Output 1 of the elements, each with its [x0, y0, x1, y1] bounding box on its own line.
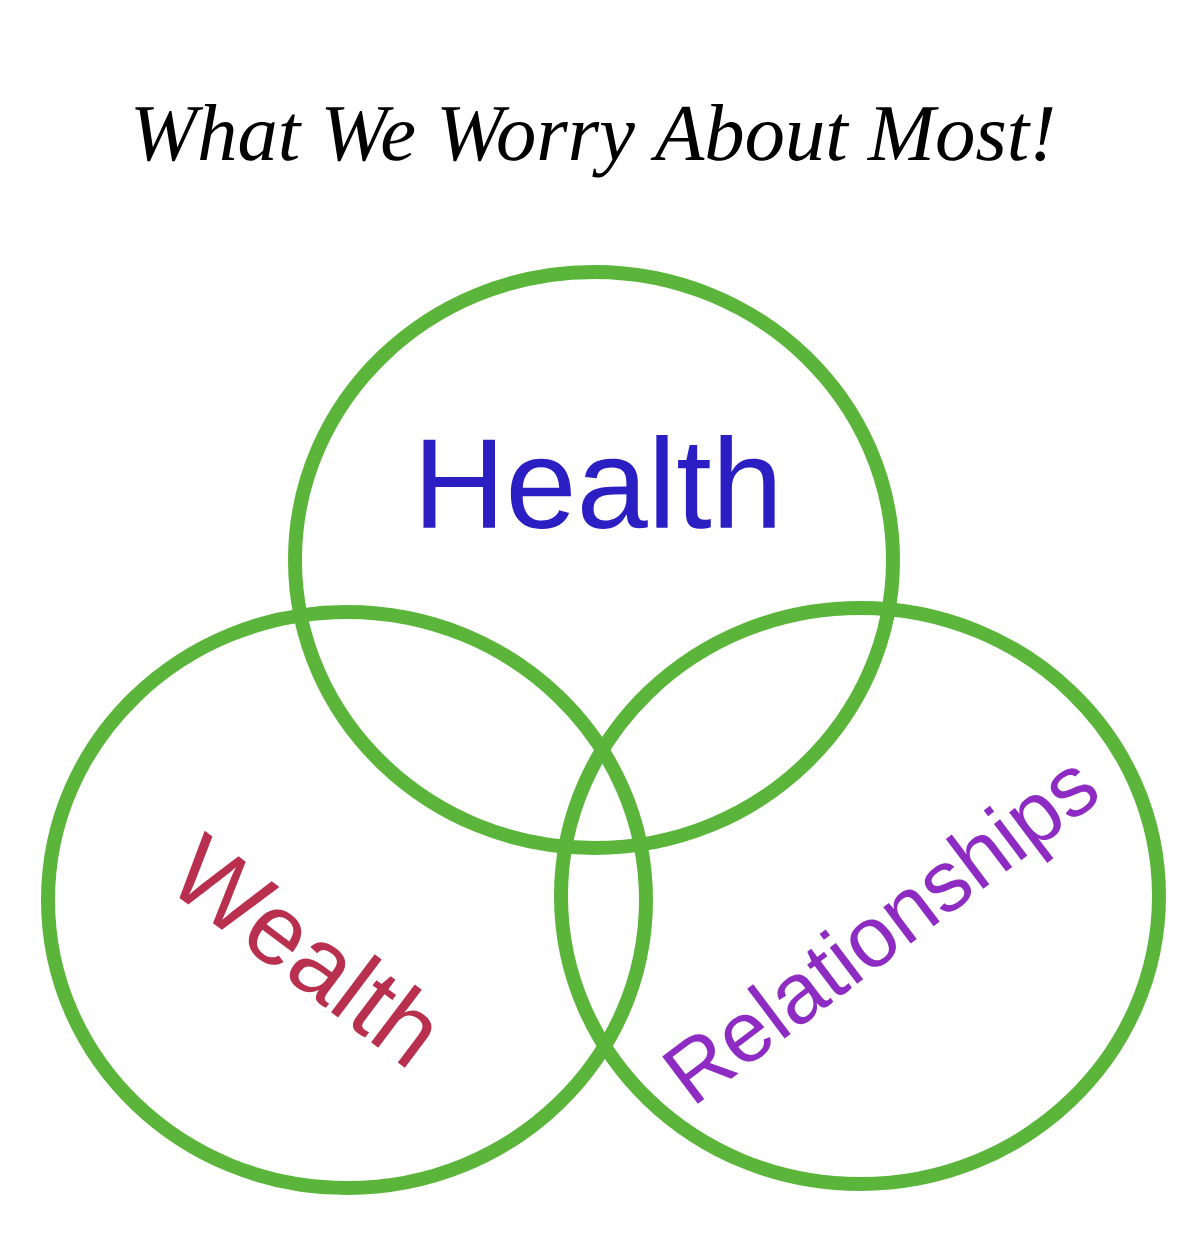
title: What We Worry About Most! [135, 104, 1053, 178]
